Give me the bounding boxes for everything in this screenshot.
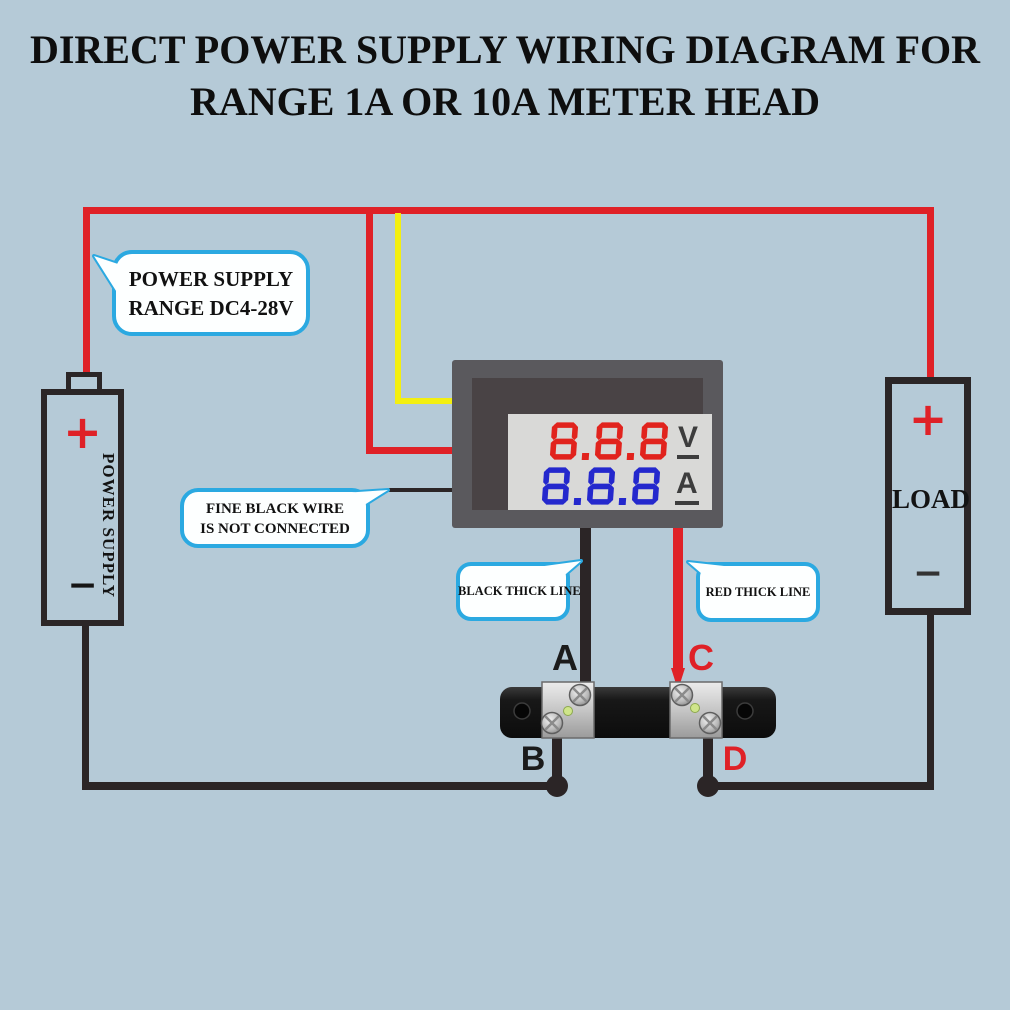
shunt-terminal-label-a: A (552, 637, 578, 678)
callout-power-supply-range-text: POWER SUPPLY RANGE DC4-28V (128, 267, 294, 320)
meter-display: V A (508, 414, 712, 510)
callout-power-supply-range: POWER SUPPLY RANGE DC4-28V (88, 248, 318, 340)
wire-red-right-vertical (927, 207, 934, 383)
amp-reading (541, 466, 662, 506)
wire-black-load-vertical (927, 608, 934, 790)
meter-bezel: V A (472, 378, 712, 510)
wire-fine-black-unconnected (388, 488, 456, 492)
wire-yellow-horizontal (395, 398, 457, 404)
title-line-1: DIRECT POWER SUPPLY WIRING DIAGRAM FOR (29, 27, 981, 72)
power-supply-minus-sign: − (67, 565, 98, 606)
wire-black-ps-bottom-vertical (82, 622, 89, 790)
shunt-resistor (500, 681, 776, 739)
shunt-led-left (563, 706, 573, 716)
wire-black-shunt-d-stub (703, 732, 713, 786)
load-label: LOAD (892, 484, 971, 514)
shunt-screws (540, 683, 722, 735)
callout-black-thick-line-text: BLACK THICK LINE (458, 584, 581, 598)
screw-d (698, 711, 722, 735)
load-minus-sign: − (912, 553, 944, 594)
title-line-2: RANGE 1A OR 10A METER HEAD (189, 79, 821, 124)
page-title: DIRECT POWER SUPPLY WIRING DIAGRAM FOR R… (0, 24, 1010, 128)
shunt-mount-hole-right (736, 702, 754, 720)
lcd-decimal-point (618, 498, 627, 505)
lcd-digit-8 (639, 422, 669, 460)
wire-red-thick-meter-to-shunt (673, 524, 683, 670)
wire-black-bottom-right (700, 782, 934, 790)
wire-black-bottom-left (82, 782, 562, 790)
shunt-terminal-label-c: C (688, 637, 714, 678)
volt-reading (549, 421, 670, 461)
callout-red-thick-line: RED THICK LINE (668, 552, 820, 624)
lcd-decimal-point (573, 498, 582, 505)
screw-a (568, 683, 592, 707)
lcd-digit-8 (586, 467, 616, 505)
lcd-decimal-point (626, 453, 635, 460)
lcd-decimal-point (581, 453, 590, 460)
wire-red-top-horizontal (83, 207, 934, 214)
lcd-digit-8 (594, 422, 624, 460)
lcd-digit-8 (541, 467, 571, 505)
junction-dot-d (697, 775, 719, 797)
volt-amp-meter: V A (452, 360, 723, 528)
power-supply-label: POWER SUPPLY (99, 453, 118, 599)
junction-dot-b (546, 775, 568, 797)
callout-fine-black-wire: FINE BLACK WIRE IS NOT CONNECTED (178, 482, 396, 548)
load-symbol: + LOAD − (885, 377, 971, 615)
amp-unit-label: A (675, 469, 699, 505)
wire-red-branch-vertical (366, 207, 373, 454)
wire-red-branch-horizontal (366, 447, 458, 454)
wire-red-left-vertical (83, 207, 90, 377)
shunt-mount-hole-left (513, 702, 531, 720)
wire-black-shunt-b-stub (552, 732, 562, 786)
power-supply-symbol: + POWER SUPPLY − (41, 389, 124, 626)
callout-fine-black-wire-text: FINE BLACK WIRE IS NOT CONNECTED (200, 501, 350, 537)
shunt-terminal-label-d: D (722, 740, 748, 778)
lcd-digit-8 (549, 422, 579, 460)
screw-c (670, 683, 694, 707)
wire-black-thick-meter-to-shunt (580, 524, 591, 686)
wire-yellow-vertical (395, 213, 401, 404)
volt-unit-label: V (677, 423, 700, 459)
shunt-led-right (690, 703, 700, 713)
shunt-terminal-label-b: B (520, 740, 546, 778)
callout-red-thick-line-text: RED THICK LINE (705, 585, 811, 599)
load-plus-sign: + (908, 392, 948, 446)
callout-black-thick-line: BLACK THICK LINE (454, 552, 588, 624)
lcd-digit-8 (631, 467, 661, 505)
screw-b (540, 711, 564, 735)
power-supply-plus-sign: + (63, 405, 102, 459)
